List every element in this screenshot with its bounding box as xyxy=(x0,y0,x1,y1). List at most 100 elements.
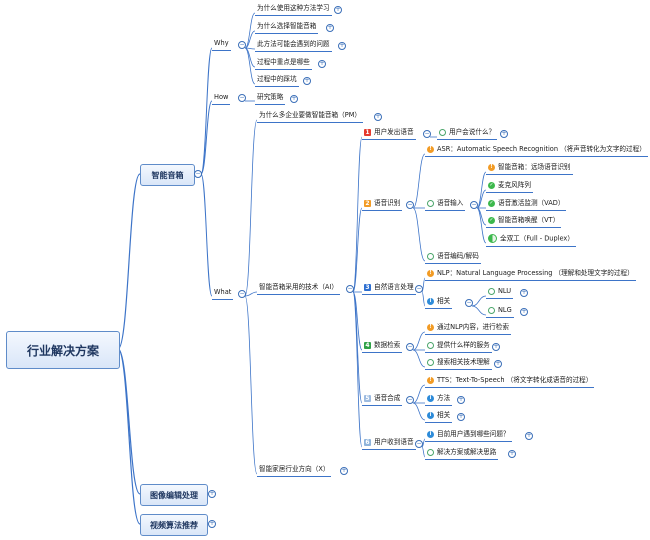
connector xyxy=(117,348,141,525)
collapse-icon[interactable] xyxy=(346,285,354,293)
retrieval-item[interactable]: !通过NLP内容，进行检索 xyxy=(425,323,511,335)
nlg-item[interactable]: NLG xyxy=(486,306,514,318)
expand-icon[interactable] xyxy=(303,77,311,85)
connector xyxy=(412,153,426,209)
branch-image-editing[interactable]: 图像编辑处理 xyxy=(140,484,208,506)
info-icon: i xyxy=(427,297,434,305)
how-item[interactable]: 研究策略 xyxy=(255,93,286,105)
retrieval-item[interactable]: 提供什么样的服务 xyxy=(425,341,492,353)
tts-item[interactable]: !TTS：Text-To-Speech （将文字转化成语音的过程） xyxy=(425,376,595,388)
connector xyxy=(471,305,487,316)
retrieval-item[interactable]: 搜索相关技术理解 xyxy=(425,358,492,370)
connector xyxy=(244,295,258,475)
why-item[interactable]: 过程中的踩坑 xyxy=(255,75,299,87)
collapse-icon[interactable] xyxy=(406,343,414,351)
branch-video-recommend[interactable]: 视频算法推荐 xyxy=(140,514,208,536)
input-item[interactable]: !智能音箱：远场语音识别 xyxy=(486,163,573,175)
what-bottom[interactable]: 智能家居行业方向（X） xyxy=(257,465,332,477)
speech-codec[interactable]: 语音编码/解码 xyxy=(425,252,481,264)
how-node[interactable]: How xyxy=(212,93,231,105)
receive-item[interactable]: 解决方案或解决思路 xyxy=(425,448,499,460)
expand-icon[interactable] xyxy=(520,289,528,297)
expand-icon[interactable] xyxy=(457,413,465,421)
what-tech[interactable]: 智能音箱采用的技术（AI） xyxy=(257,283,340,295)
collapse-icon[interactable] xyxy=(406,201,414,209)
expand-icon[interactable] xyxy=(318,60,326,68)
expand-icon[interactable] xyxy=(457,396,465,404)
why-item[interactable]: 此方法可能会遇到的问题 xyxy=(255,40,332,52)
connector xyxy=(117,348,141,495)
root-node[interactable]: 行业解决方案 xyxy=(6,331,120,369)
what-node[interactable]: What xyxy=(212,288,234,300)
expand-icon[interactable] xyxy=(520,308,528,316)
why-item[interactable]: 过程中重点是哪些 xyxy=(255,58,312,70)
expand-icon[interactable] xyxy=(340,467,348,475)
collapse-icon[interactable] xyxy=(194,170,202,178)
connector xyxy=(244,12,256,49)
speech-bubble-icon xyxy=(488,287,495,295)
expand-icon[interactable] xyxy=(208,520,216,528)
speech-input[interactable]: 语音输入 xyxy=(425,199,466,211)
user-says-what[interactable]: 用户会说什么？ xyxy=(437,128,498,140)
speech-bubble-icon xyxy=(427,341,434,349)
expand-icon[interactable] xyxy=(374,113,382,121)
collapse-icon[interactable] xyxy=(406,396,414,404)
info-icon: ! xyxy=(427,376,434,384)
expand-icon[interactable] xyxy=(290,95,298,103)
collapse-icon[interactable] xyxy=(238,94,246,102)
speech-bubble-icon xyxy=(427,252,434,260)
connector xyxy=(200,100,213,175)
branch-smart-speaker[interactable]: 智能音箱 xyxy=(140,164,195,186)
collapse-icon[interactable] xyxy=(465,299,473,307)
collapse-icon[interactable] xyxy=(238,41,246,49)
info-icon: i xyxy=(427,430,434,438)
collapse-icon[interactable] xyxy=(238,290,246,298)
asr-item[interactable]: !ASR：Automatic Speech Recognition （将声音转化… xyxy=(425,145,648,157)
nlp-item[interactable]: !NLP：Natural Language Processing （理解和处理文… xyxy=(425,269,636,281)
why-node[interactable]: Why xyxy=(212,39,231,51)
half-progress-icon xyxy=(488,234,497,243)
expand-icon[interactable] xyxy=(326,24,334,32)
speech-bubble-icon xyxy=(427,448,434,456)
connector xyxy=(421,291,426,307)
expand-icon[interactable] xyxy=(525,432,533,440)
connector xyxy=(200,173,213,297)
connector xyxy=(476,207,487,226)
priority-5-icon: 5 xyxy=(364,394,371,402)
expand-icon[interactable] xyxy=(338,42,346,50)
priority-1-icon: 1 xyxy=(364,128,371,136)
what-top[interactable]: 为什么多企业要做智能音箱（PM） xyxy=(257,111,363,123)
expand-icon[interactable] xyxy=(494,360,502,368)
check-icon: ✓ xyxy=(488,181,495,189)
collapse-icon[interactable] xyxy=(470,201,478,209)
expand-icon[interactable] xyxy=(334,6,342,14)
collapse-icon[interactable] xyxy=(415,440,423,448)
expand-icon[interactable] xyxy=(492,343,500,351)
expand-icon[interactable] xyxy=(508,450,516,458)
input-item[interactable]: ✓语音激活监测（VAD） xyxy=(486,199,567,211)
input-item[interactable]: ✓麦克风阵列 xyxy=(486,181,533,193)
nlu-item[interactable]: NLU xyxy=(486,287,514,299)
input-item[interactable]: 全双工（Full - Duplex） xyxy=(486,234,576,247)
connector xyxy=(352,207,363,293)
expand-icon[interactable] xyxy=(500,130,508,138)
why-item[interactable]: 为什么使用这种方法学习 xyxy=(255,4,332,16)
collapse-icon[interactable] xyxy=(423,130,431,138)
connector xyxy=(412,349,426,368)
connector xyxy=(476,171,487,209)
why-item[interactable]: 为什么选择智能音箱 xyxy=(255,22,319,34)
collapse-icon[interactable] xyxy=(415,285,423,293)
input-item[interactable]: ✓智能音箱唤醒（VT） xyxy=(486,216,562,228)
expand-icon[interactable] xyxy=(208,490,216,498)
